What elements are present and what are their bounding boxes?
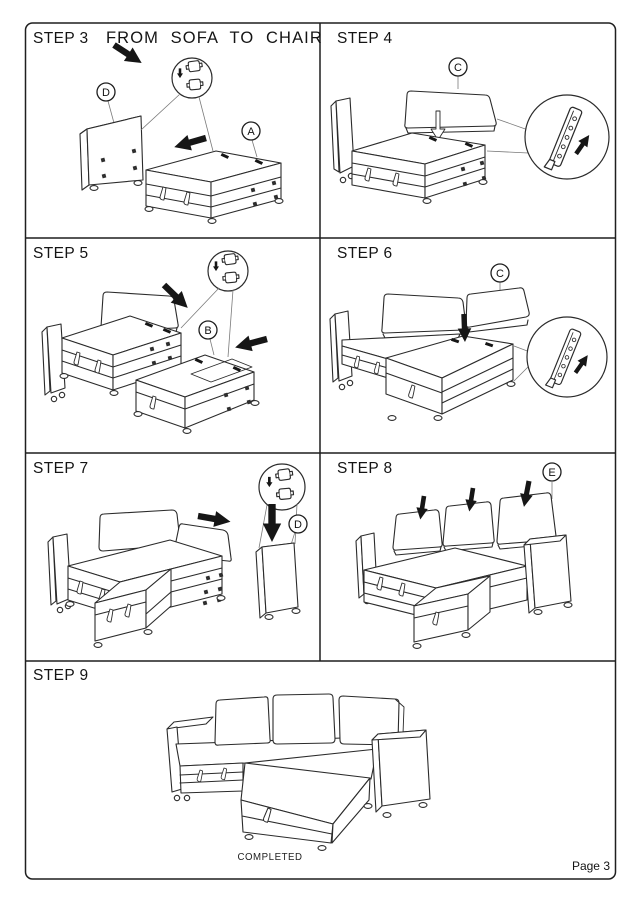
detail-bubble-clips	[140, 57, 214, 152]
detail-bubble-rail	[486, 94, 610, 180]
backrest-cushion-drawing	[404, 90, 497, 134]
step3-drawing	[79, 38, 284, 224]
callout-letter: B	[204, 325, 211, 337]
direction-arrow	[233, 331, 270, 356]
ottoman-drawing	[133, 354, 260, 434]
callout-d	[96, 82, 116, 102]
callout-letter: D	[102, 87, 110, 99]
callout-d	[288, 514, 308, 534]
completed-caption: COMPLETED	[237, 851, 303, 863]
chair-drawing	[41, 291, 187, 403]
insert-arrow	[430, 110, 446, 141]
step8-drawing	[355, 479, 573, 649]
callout-letter: C	[454, 62, 462, 74]
step5-label: STEP 5	[33, 245, 89, 262]
callout-letter: D	[294, 519, 302, 531]
detail-bubble-clips	[180, 250, 249, 358]
armrest-panel-drawing	[79, 115, 144, 191]
panel-grid	[24, 22, 617, 880]
ottoman-drawing	[144, 150, 284, 224]
callout-c	[490, 263, 510, 283]
step5-drawing	[41, 250, 270, 434]
sectional-drawing	[329, 293, 516, 421]
step7-drawing	[47, 463, 306, 648]
step7-label: STEP 7	[33, 460, 89, 477]
detail-bubble-rail	[513, 316, 608, 398]
callouts: D A C B C D E	[96, 57, 562, 534]
chair-base-drawing	[330, 97, 488, 204]
callout-c	[448, 57, 468, 77]
sofa-body-drawing	[355, 532, 573, 649]
back-cushions-drawing	[392, 492, 557, 556]
callout-letter: A	[247, 126, 255, 138]
page-title: FROM SOFA TO CHAIR	[106, 29, 323, 47]
step9-drawing	[166, 693, 431, 851]
callout-letter: C	[496, 268, 504, 280]
callout-b	[198, 320, 218, 340]
sectional-drawing	[47, 509, 232, 648]
step9-label: STEP 9	[33, 667, 89, 684]
callout-e	[542, 462, 562, 482]
armrest-panel-drawing	[255, 542, 301, 620]
callout-letter: E	[548, 467, 555, 479]
step8-label: STEP 8	[337, 460, 393, 477]
backrest-cushion-drawing	[465, 287, 530, 333]
step4-drawing	[330, 76, 610, 204]
page-number: Page 3	[571, 859, 610, 873]
step6-drawing	[329, 282, 608, 421]
detail-bubble-clips	[258, 463, 306, 549]
step3-label: STEP 3	[33, 30, 89, 47]
direction-arrow	[172, 130, 209, 155]
step4-label: STEP 4	[337, 30, 393, 47]
completed-sofa-drawing	[166, 693, 431, 851]
step6-label: STEP 6	[337, 245, 393, 262]
callout-a	[241, 121, 261, 141]
